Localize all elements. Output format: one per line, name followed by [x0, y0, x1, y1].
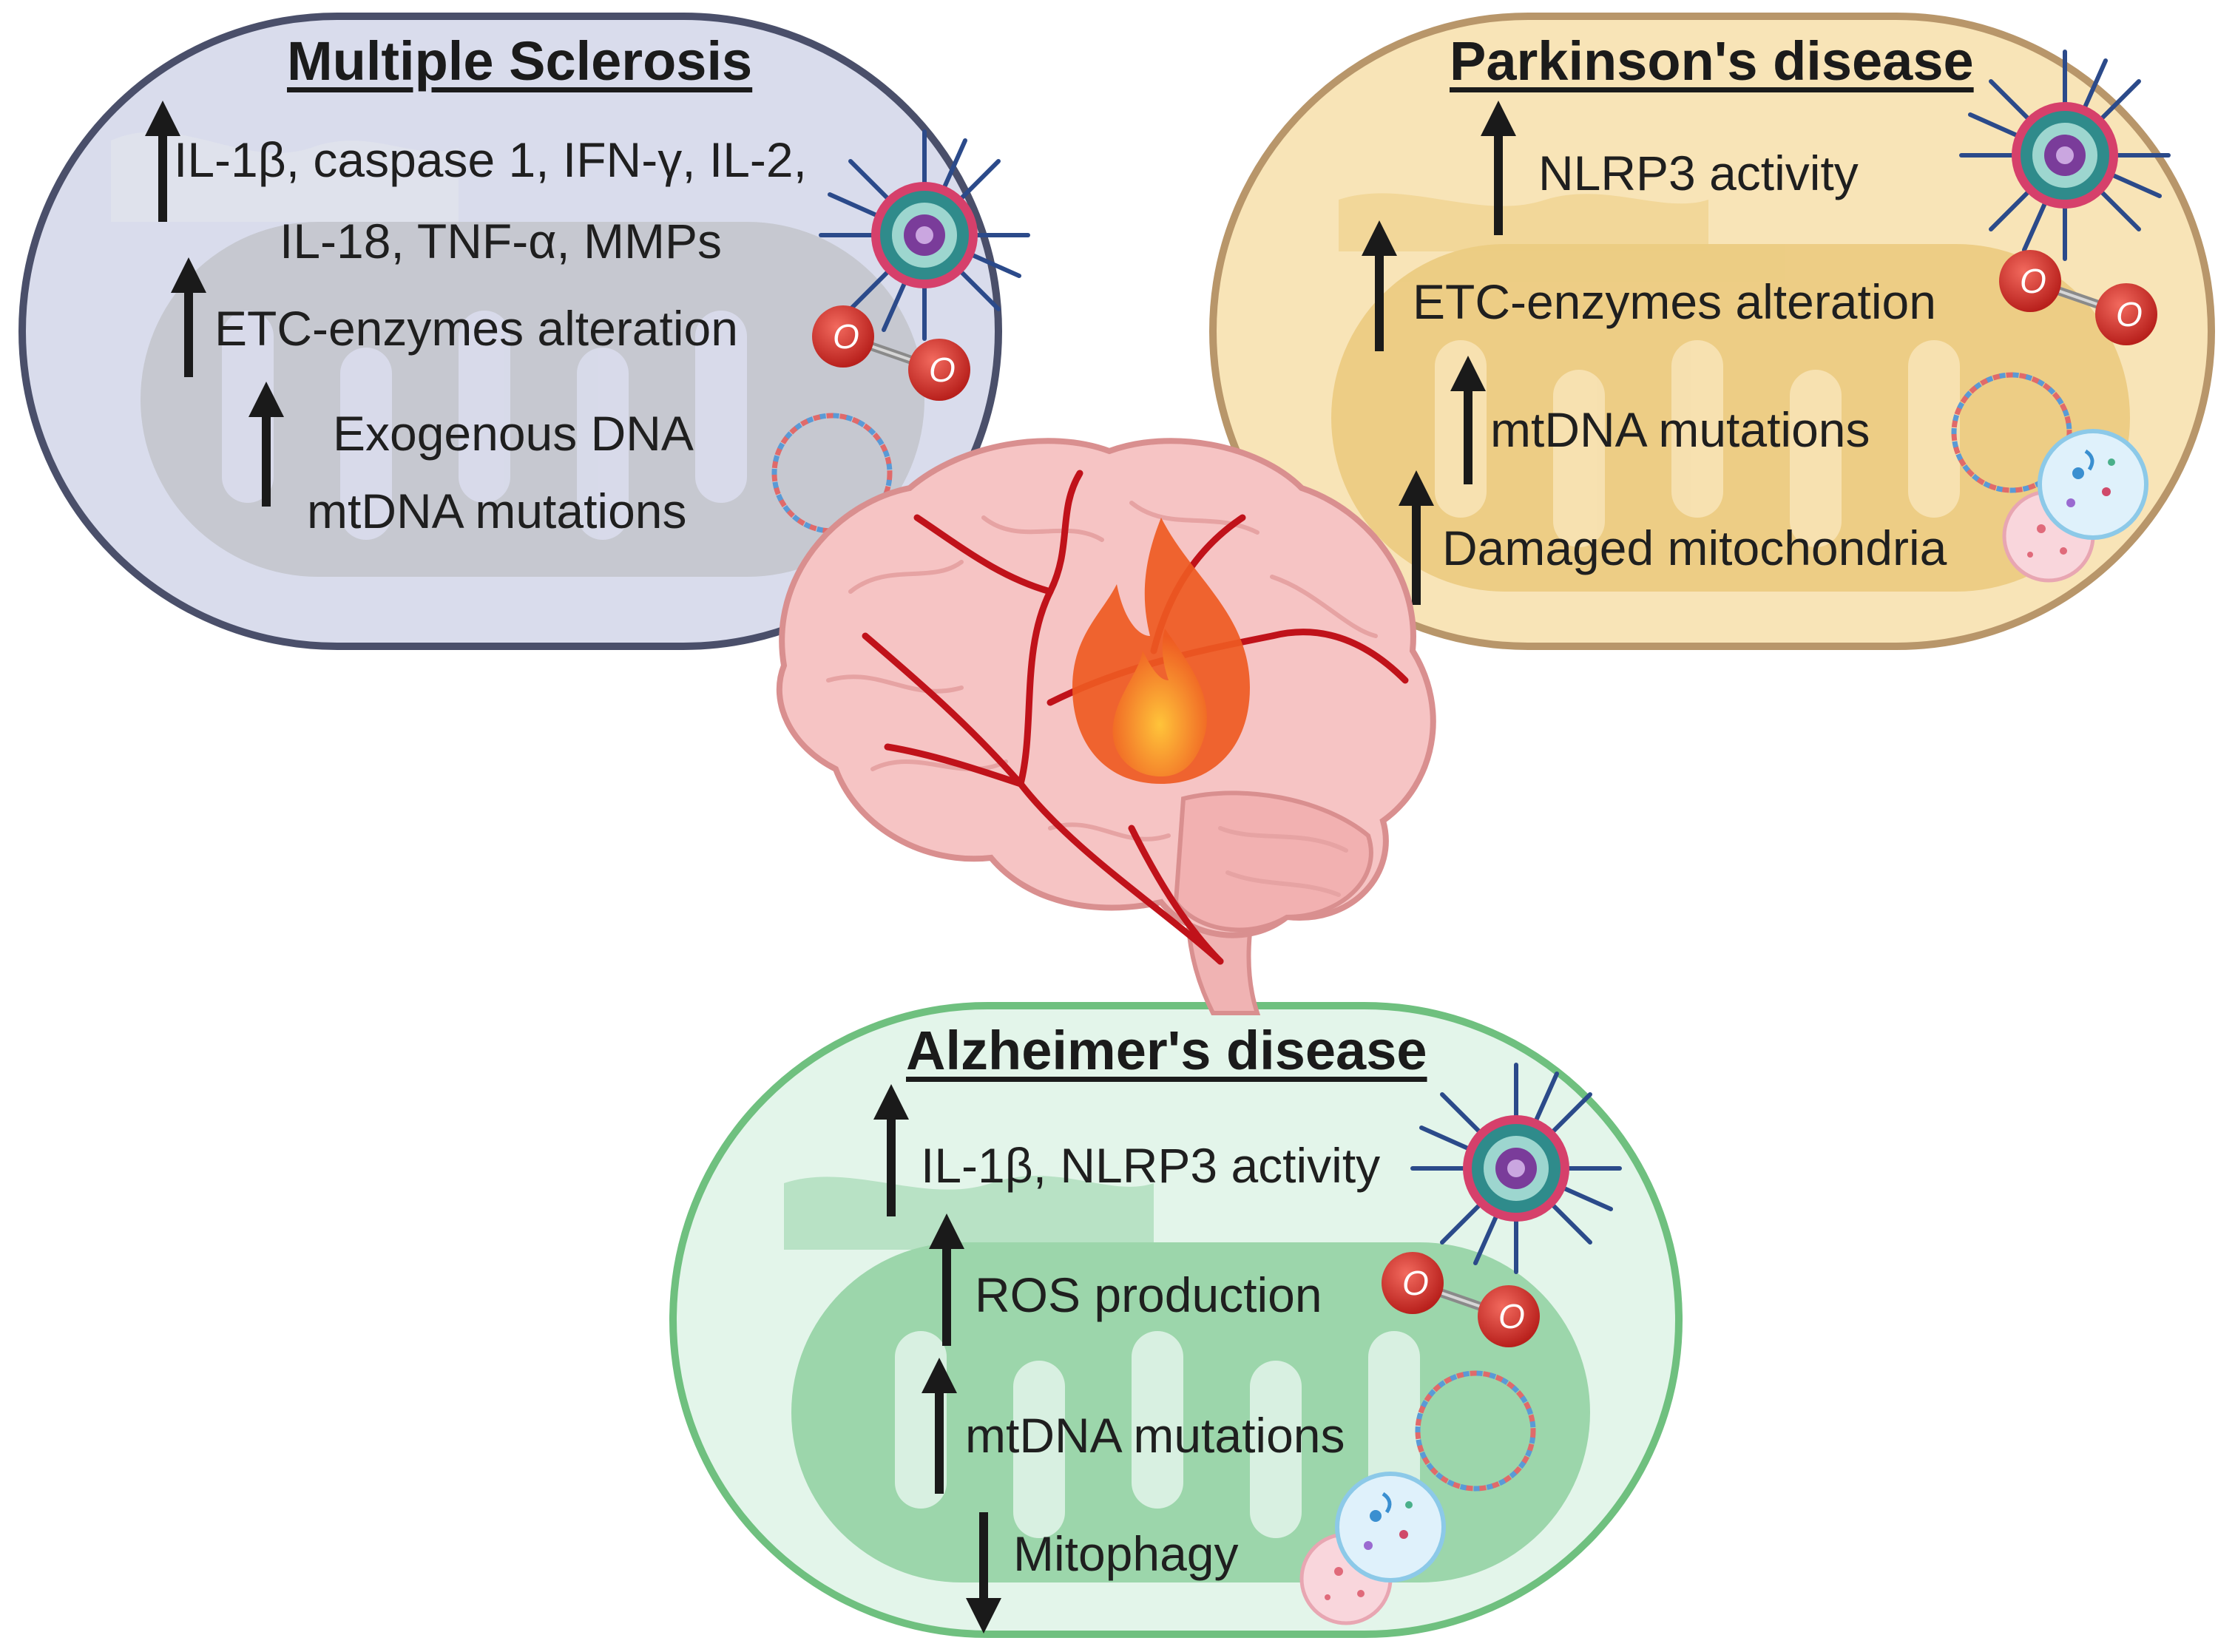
- ms-item-exogenous-dna: Exogenous DNA: [333, 406, 694, 461]
- pd-item-nlrp3: NLRP3 activity: [1538, 146, 1859, 200]
- flame-icon: [1072, 518, 1250, 784]
- ad-item-ros: ROS production: [975, 1267, 1322, 1322]
- ad-item-il1b-nlrp3: IL-1β, NLRP3 activity: [921, 1138, 1381, 1193]
- pd-item-etc: ETC-enzymes alteration: [1413, 274, 1936, 329]
- ad-item-mitophagy: Mitophagy: [1013, 1526, 1239, 1581]
- inflammasome-icon: [1413, 1065, 1620, 1272]
- ms-item-cytokines-2: IL-18, TNF-α, MMPs: [280, 214, 722, 268]
- pd-item-damaged-mito: Damaged mitochondria: [1442, 521, 1947, 575]
- ms-item-cytokines-1: IL-1β, caspase 1, IFN-γ, IL-2,: [174, 132, 807, 187]
- pd-panel: [1209, 13, 2215, 650]
- ad-panel: [669, 1002, 1683, 1638]
- ad-item-mtdna: mtDNA mutations: [965, 1408, 1345, 1463]
- ms-panel: [18, 13, 1028, 650]
- brain-icon: [776, 438, 1436, 1015]
- inflammasome-icon: [1961, 52, 2168, 259]
- ms-item-etc: ETC-enzymes alteration: [214, 301, 738, 356]
- ms-title: Multiple Sclerosis: [287, 30, 753, 92]
- ad-title: Alzheimer's disease: [906, 1020, 1427, 1081]
- ms-item-mtdna: mtDNA mutations: [307, 484, 687, 538]
- pd-title: Parkinson's disease: [1450, 30, 1974, 92]
- pd-item-mtdna: mtDNA mutations: [1490, 402, 1870, 457]
